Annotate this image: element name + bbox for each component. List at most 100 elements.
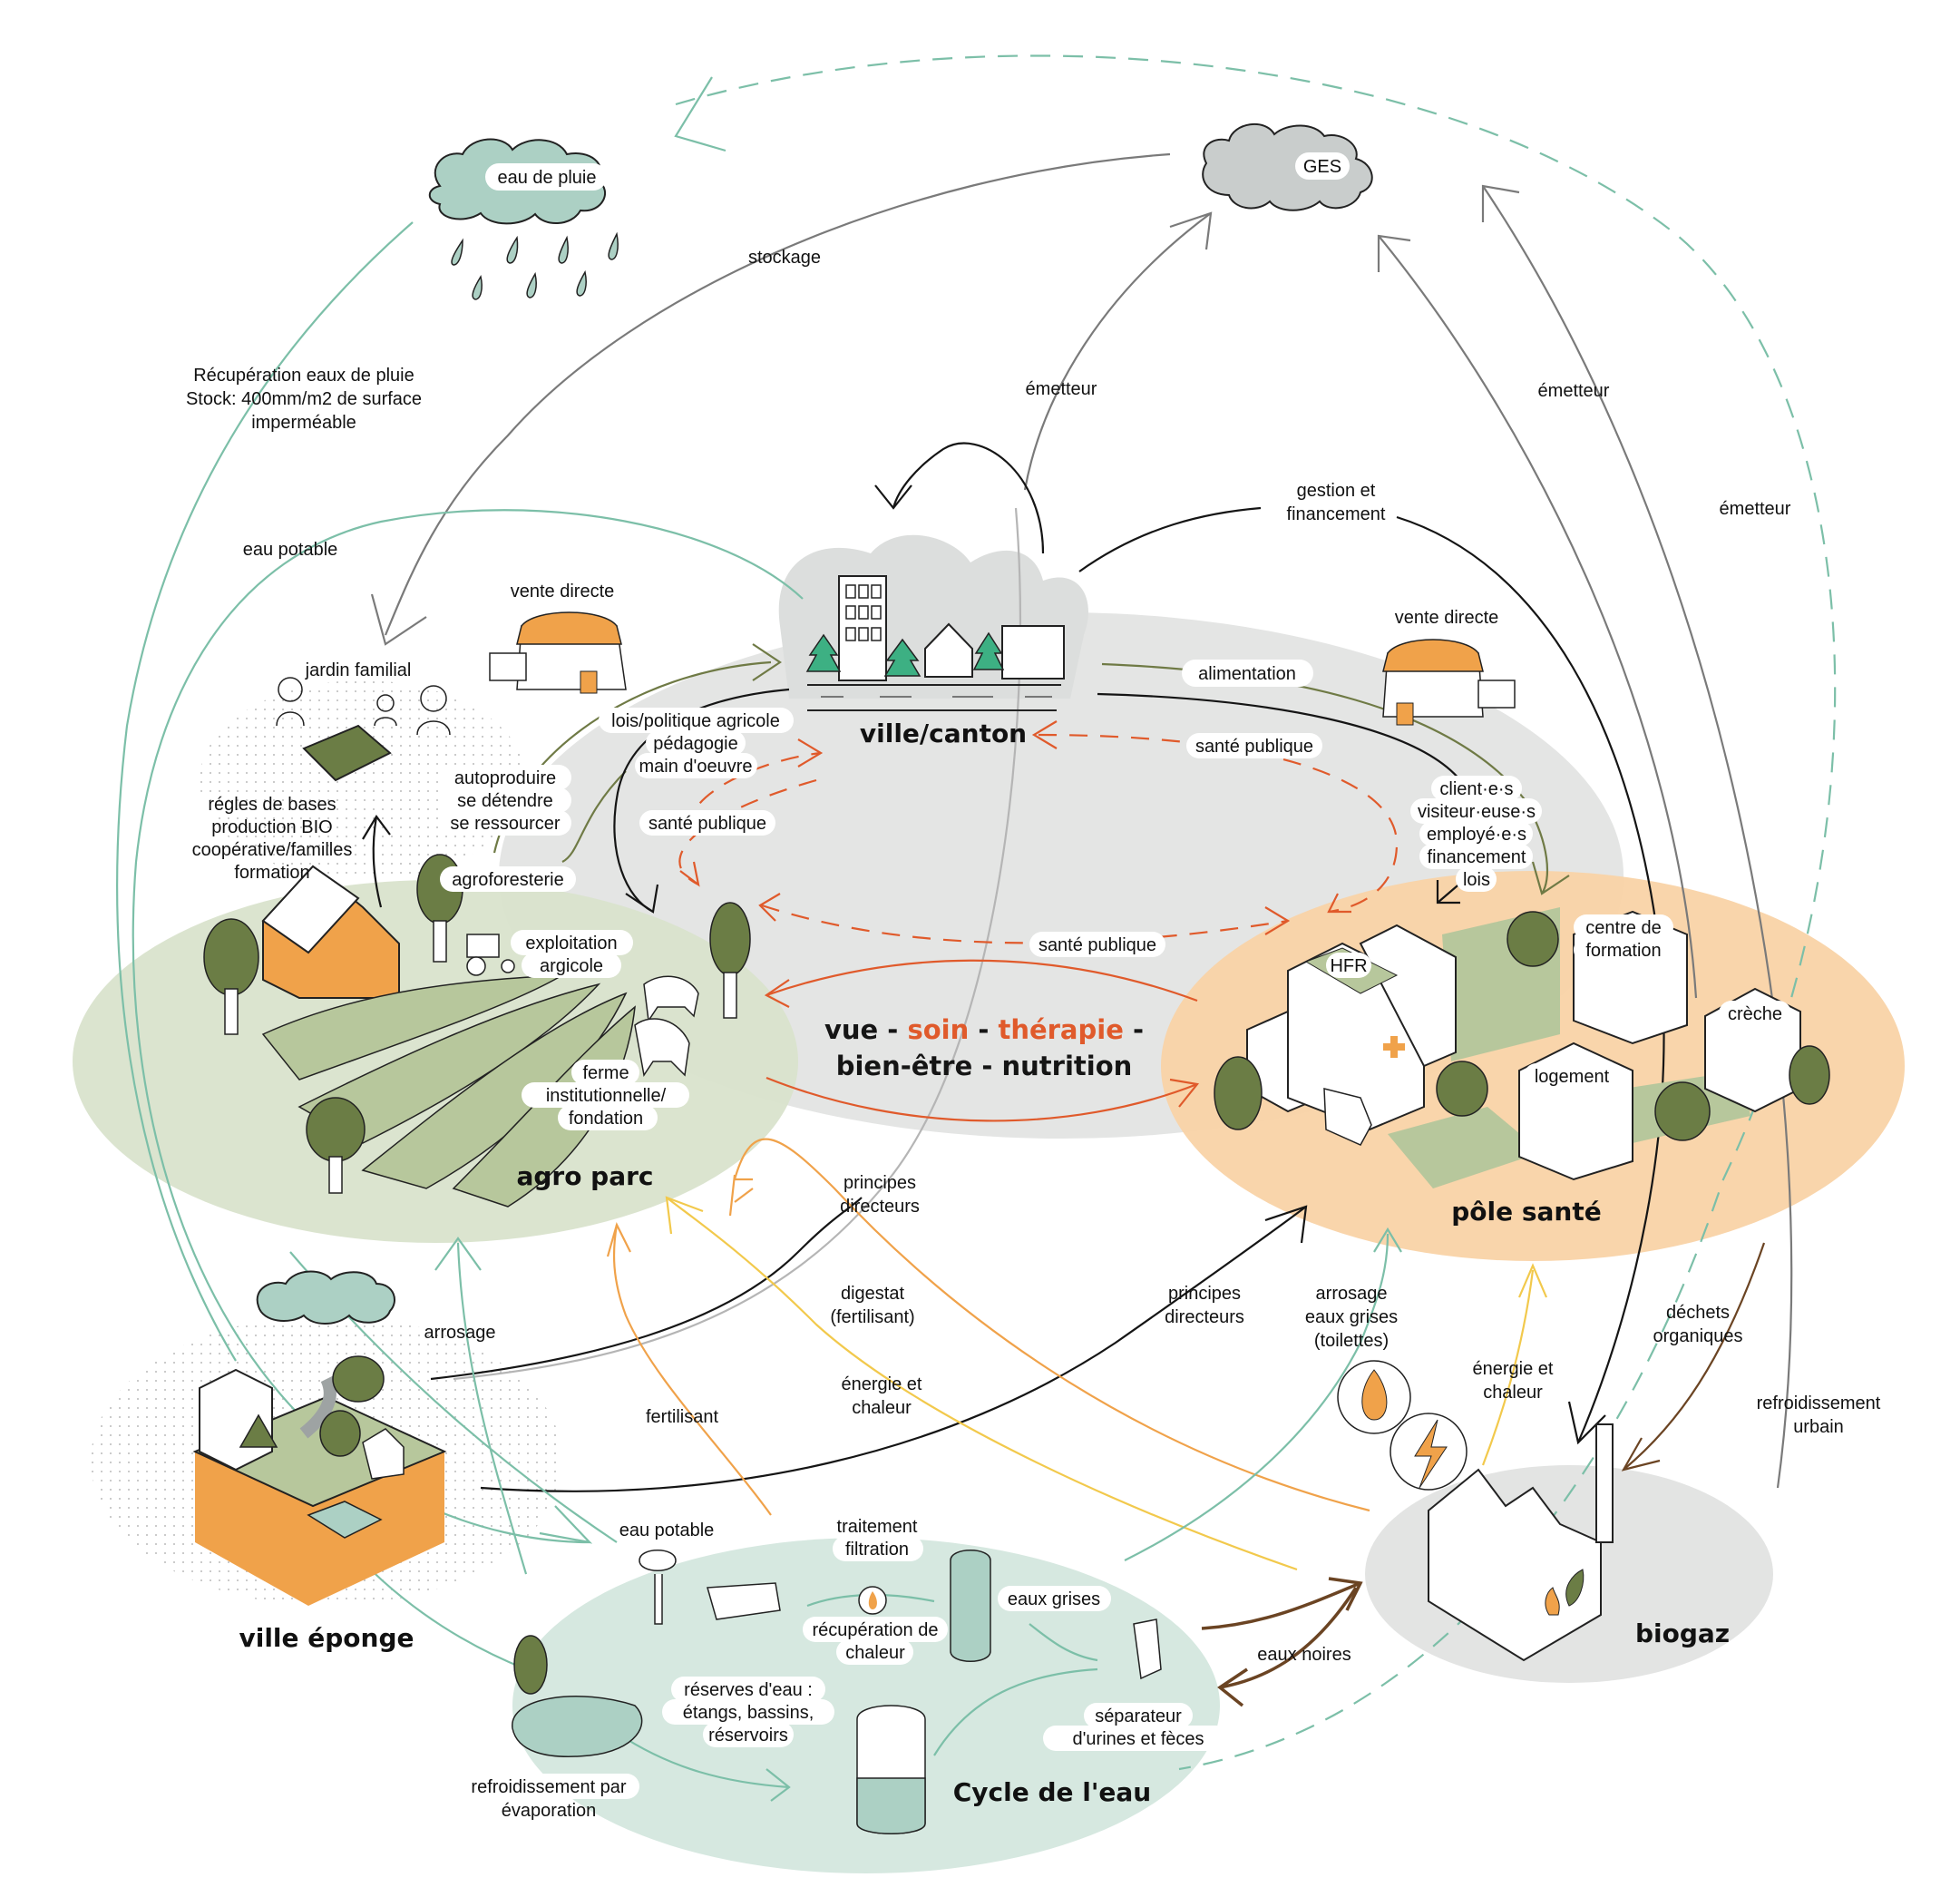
- bathtub-icon: [707, 1582, 781, 1620]
- label-reserves-3: réservoirs: [708, 1726, 788, 1745]
- arrowhead: [674, 76, 726, 152]
- label-visiteurs: visiteur·euse·s: [1418, 802, 1536, 822]
- tractor-icon: [466, 934, 515, 976]
- tree-icon: [805, 633, 842, 672]
- arrowhead: [679, 861, 700, 887]
- label-energie-right-1: énergie et: [1473, 1359, 1554, 1379]
- tree-icon: [709, 902, 751, 976]
- tree-icon: [239, 1413, 278, 1448]
- arrowhead: [1328, 1577, 1363, 1611]
- label-recuperation-3: imperméable: [251, 413, 356, 433]
- tree-icon: [332, 1355, 385, 1403]
- jardin-up-arrow: [372, 816, 383, 908]
- house-icon: [362, 1428, 405, 1480]
- market-stall-right-icon: [1382, 639, 1516, 726]
- arrowhead: [362, 815, 391, 840]
- eau-zone: [512, 1538, 1220, 1873]
- label-financement: financement: [1428, 847, 1526, 867]
- label-traitement: traitement: [837, 1517, 918, 1537]
- energie-left-arrow: [666, 1197, 1298, 1571]
- arrowhead: [1531, 861, 1570, 895]
- arrowhead: [1517, 1263, 1548, 1298]
- pole-title: pôle santé: [1451, 1197, 1601, 1227]
- arrowhead: [765, 1768, 791, 1802]
- principes-arrow-a: [430, 1197, 863, 1381]
- arrowhead: [764, 979, 790, 1008]
- tree-icon: [1789, 1045, 1830, 1105]
- label-fondation: fondation: [569, 1109, 643, 1129]
- label-separateur-1: séparateur: [1095, 1706, 1182, 1726]
- cycle-arrow-2: [1029, 1623, 1098, 1662]
- label-digestat-2: (fertilisant): [830, 1307, 914, 1327]
- medical-cross-icon: [1383, 1036, 1405, 1058]
- label-centre-de: centre de: [1585, 918, 1661, 938]
- label-sante-publique-right: santé publique: [1195, 737, 1313, 757]
- eponge-cloud: [256, 1270, 395, 1325]
- label-emetteur-1: émetteur: [1026, 379, 1097, 399]
- center-sep2: -: [1124, 1014, 1144, 1045]
- digestat-arrow: [733, 1138, 1370, 1512]
- tree-icon: [1214, 1056, 1263, 1130]
- cycle-illustration: [512, 1550, 1162, 1834]
- recuperation-arrow: [116, 221, 414, 1362]
- label-regles-3: coopérative/familles: [192, 840, 353, 860]
- label-se-ressourcer: se ressourcer: [450, 814, 560, 834]
- dechets-arrow: [1623, 1242, 1766, 1471]
- leaf-icon: [1565, 1569, 1585, 1607]
- label-lois-1: lois/politique agricole: [611, 711, 780, 731]
- eponge-illustration: [192, 1355, 447, 1606]
- ges-cloud-label: GES: [1303, 157, 1341, 177]
- center-vue: vue -: [824, 1014, 907, 1045]
- field-row: [297, 983, 601, 1144]
- emetteur-arrow-2: [1378, 235, 1698, 999]
- label-refroidissement-urbain-2: urbain: [1793, 1417, 1844, 1437]
- arrowhead: [1169, 1078, 1200, 1108]
- arrowhead: [1373, 1227, 1402, 1253]
- label-principes-b-1: principes: [1168, 1284, 1241, 1304]
- label-arrosage-grises-1: arrosage: [1316, 1284, 1388, 1304]
- label-regles-2: production BIO: [211, 817, 332, 837]
- arrowhead: [434, 1237, 482, 1271]
- label-lois-3: main d'oeuvre: [639, 757, 753, 777]
- emetteur-arrow-1: [1023, 212, 1212, 491]
- label-alimentation: alimentation: [1198, 664, 1296, 684]
- biogaz-title: biogaz: [1635, 1618, 1730, 1648]
- zone-titles: ville/canton agro parc pôle santé ville …: [239, 719, 1730, 1807]
- eau-title: Cycle de l'eau: [953, 1777, 1152, 1807]
- road: [299, 1375, 336, 1439]
- label-digestat-1: digestat: [841, 1284, 904, 1304]
- label-gestion-1: gestion et: [1297, 481, 1376, 501]
- arrowhead: [874, 484, 912, 510]
- tree-icon: [1436, 1061, 1488, 1117]
- garden-bed-icon: [302, 724, 392, 782]
- soin-arrow-top: [765, 959, 1198, 1002]
- arrowhead: [539, 1505, 593, 1544]
- center-therapie: thérapie: [998, 1014, 1123, 1045]
- label-reserves-1: réserves d'eau :: [684, 1680, 813, 1700]
- pond-icon: [512, 1696, 643, 1757]
- soin-arrow-bottom: [765, 1076, 1198, 1122]
- hospital-icon: [1246, 924, 1457, 1131]
- toilet-icon: [1133, 1618, 1162, 1680]
- label-jardin-familial: jardin familial: [305, 660, 412, 680]
- center-text: vue - soin - thérapie - bien-être - nutr…: [824, 1014, 1144, 1081]
- arrowhead: [1327, 893, 1351, 914]
- label-fertilisant: fertilisant: [646, 1407, 718, 1427]
- arrowhead: [1169, 211, 1213, 250]
- arrowhead: [606, 1221, 631, 1257]
- stockage-arrow: [384, 152, 1171, 636]
- label-eaux-noires: eaux noires: [1257, 1645, 1351, 1665]
- ville-illustration: [805, 575, 1065, 711]
- ambulance-icon: [1323, 1088, 1372, 1146]
- market-stall-left-icon: [489, 611, 627, 694]
- label-agroforesterie: agroforesterie: [452, 870, 563, 890]
- arrowhead: [1377, 234, 1411, 272]
- label-clients: client·e·s: [1439, 779, 1513, 799]
- arrosage-grises-arrow: [1124, 1233, 1390, 1561]
- label-recuperation-2: Stock: 400mm/m2 de surface: [186, 389, 422, 409]
- ville-loop-arrow: [892, 442, 1045, 554]
- labels-layer: stockage Récupération eaux de pluie Stoc…: [186, 248, 1881, 1821]
- label-eau-potable-top: eau potable: [243, 540, 338, 560]
- label-refroidissement-urbain-1: refroidissement: [1757, 1393, 1881, 1413]
